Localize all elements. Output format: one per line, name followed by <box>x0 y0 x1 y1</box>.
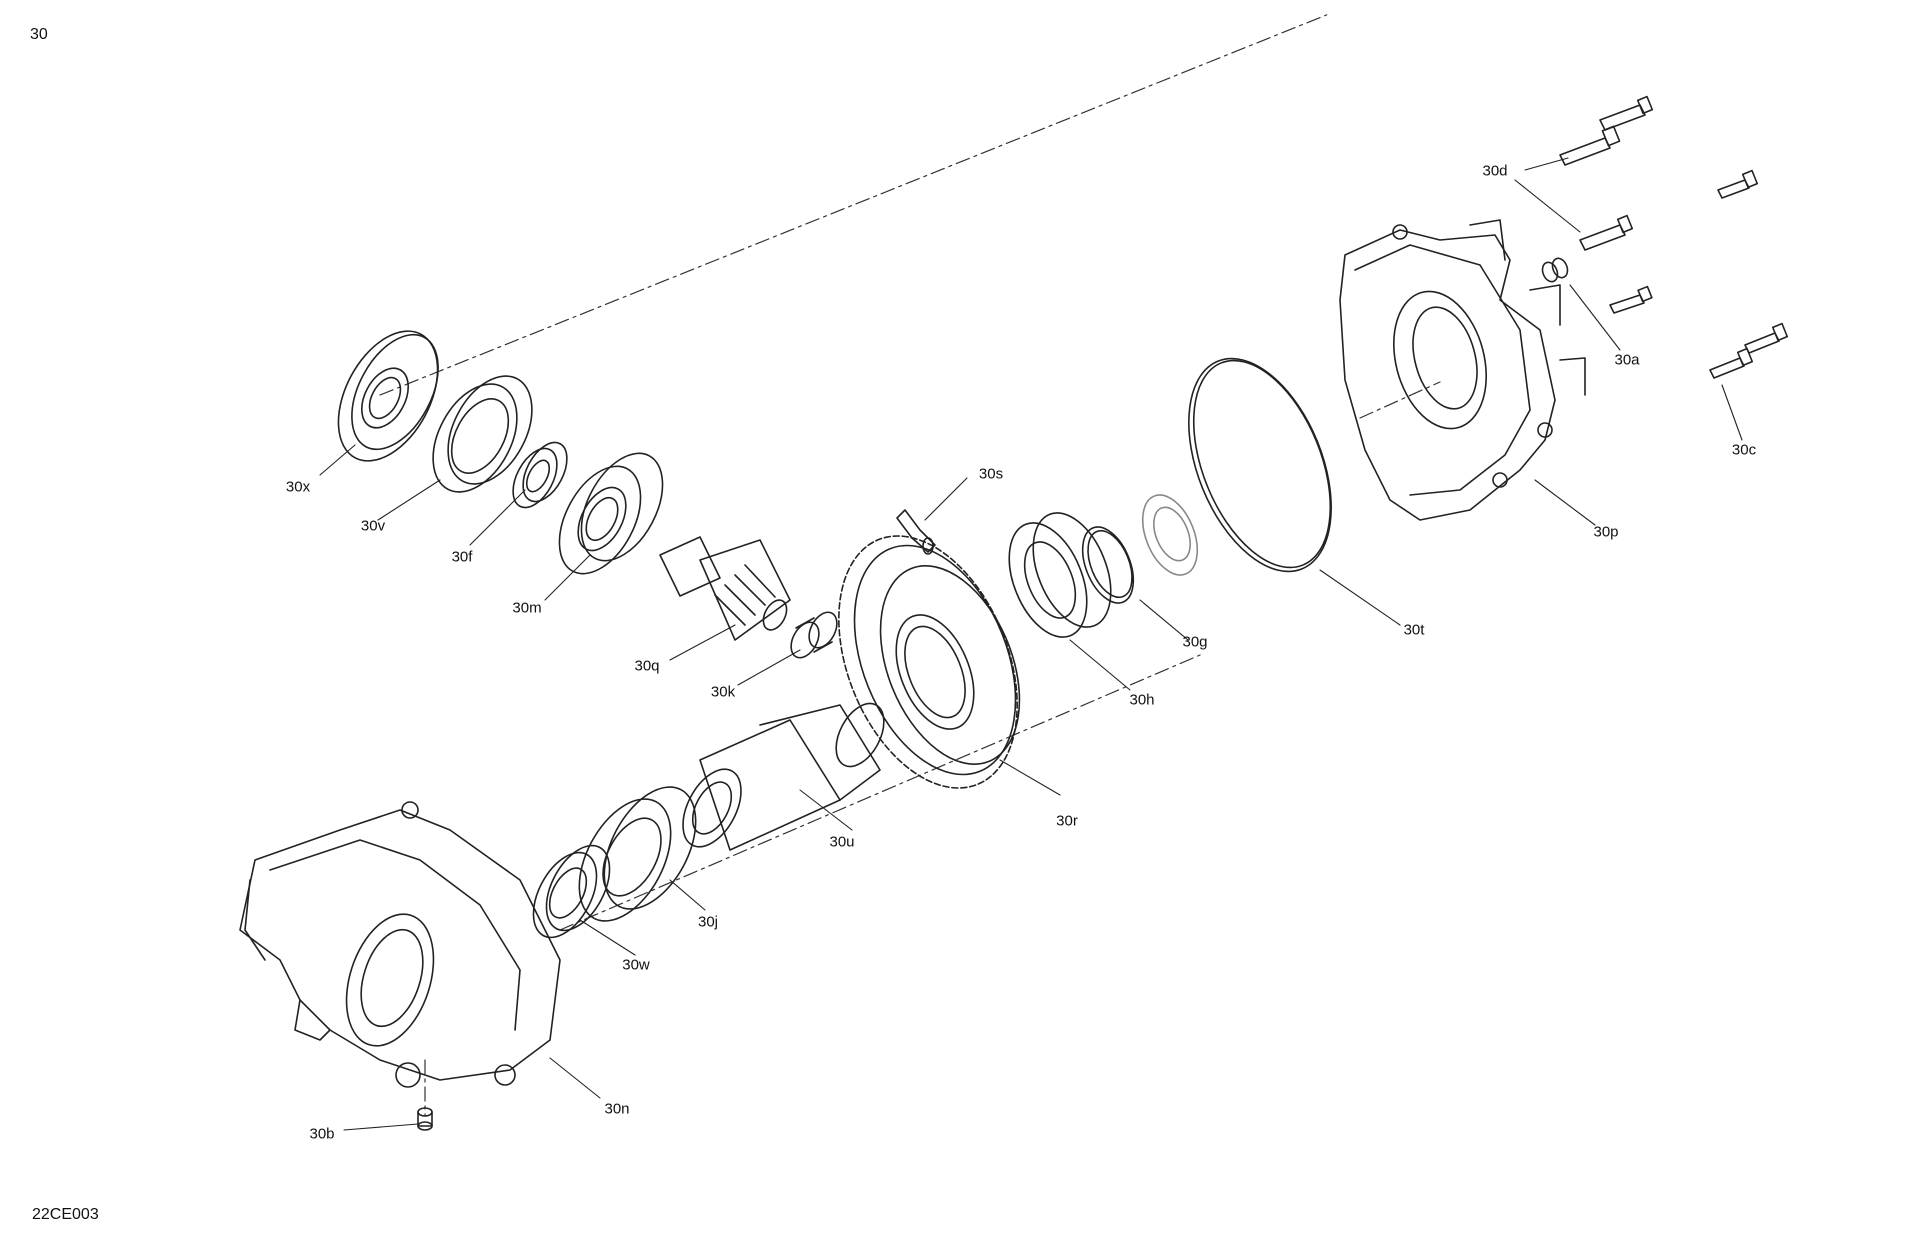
bolts <box>1559 95 1789 379</box>
seal-cover-30x <box>337 330 439 462</box>
callout-30j: 30j <box>697 913 719 931</box>
callout-30v: 30t <box>1403 621 1425 639</box>
callout-30h: 30h <box>1129 691 1155 709</box>
shim-washer <box>1141 494 1199 576</box>
plug-30a <box>1541 257 1569 283</box>
callout-30k: 30k <box>710 683 736 701</box>
drawing-code: 22CE003 <box>32 1206 99 1223</box>
callout-30g: 30g <box>1182 633 1208 651</box>
o-ring-30v <box>1188 357 1332 573</box>
axis-lower <box>559 654 1201 931</box>
callout-30c: 30c <box>1731 441 1757 459</box>
pinion-shaft-30q <box>659 536 791 641</box>
rear-housing-30p <box>1339 219 1586 521</box>
bearing-30m <box>558 452 664 575</box>
callout-30w: 30w <box>622 956 650 974</box>
bearing-30h <box>1008 512 1112 638</box>
needle-bearing-30k <box>790 611 838 659</box>
nut-30f <box>512 441 568 509</box>
callout-30u: 30u <box>829 833 855 851</box>
axis-upper-right <box>1359 381 1441 419</box>
spline-collar-30t <box>432 375 533 493</box>
callout-30n: 30n <box>604 1100 630 1118</box>
callout-30m: 30m <box>512 599 542 617</box>
callout-30s: 30s <box>978 465 1004 483</box>
assembly-axes <box>379 14 1441 1116</box>
callout-30p: 30p <box>1593 523 1619 541</box>
callout-30f: 30f <box>451 548 473 566</box>
callout-30t: 30v <box>360 517 386 535</box>
seal-30w <box>532 844 611 939</box>
callout-30b: 30b <box>309 1125 335 1143</box>
callout-30x: 30x <box>285 478 311 496</box>
drain-plug-30b <box>417 1107 433 1131</box>
snap-ring-30g <box>1081 526 1135 604</box>
callout-30a: 30a <box>1614 351 1640 369</box>
callout-30d: 30d <box>1482 162 1508 180</box>
callout-30r: 30r <box>1056 812 1078 830</box>
leader-lines <box>319 157 1743 1131</box>
carrier-30u <box>682 702 885 851</box>
ring-gear-30r <box>838 535 1021 789</box>
dowel-pin-30s <box>896 509 936 555</box>
page-number: 30 <box>30 26 48 43</box>
bearing-30j <box>578 786 697 922</box>
front-housing-30n <box>239 801 561 1088</box>
axis-upper <box>379 14 1328 396</box>
callout-30q: 30q <box>634 657 660 675</box>
